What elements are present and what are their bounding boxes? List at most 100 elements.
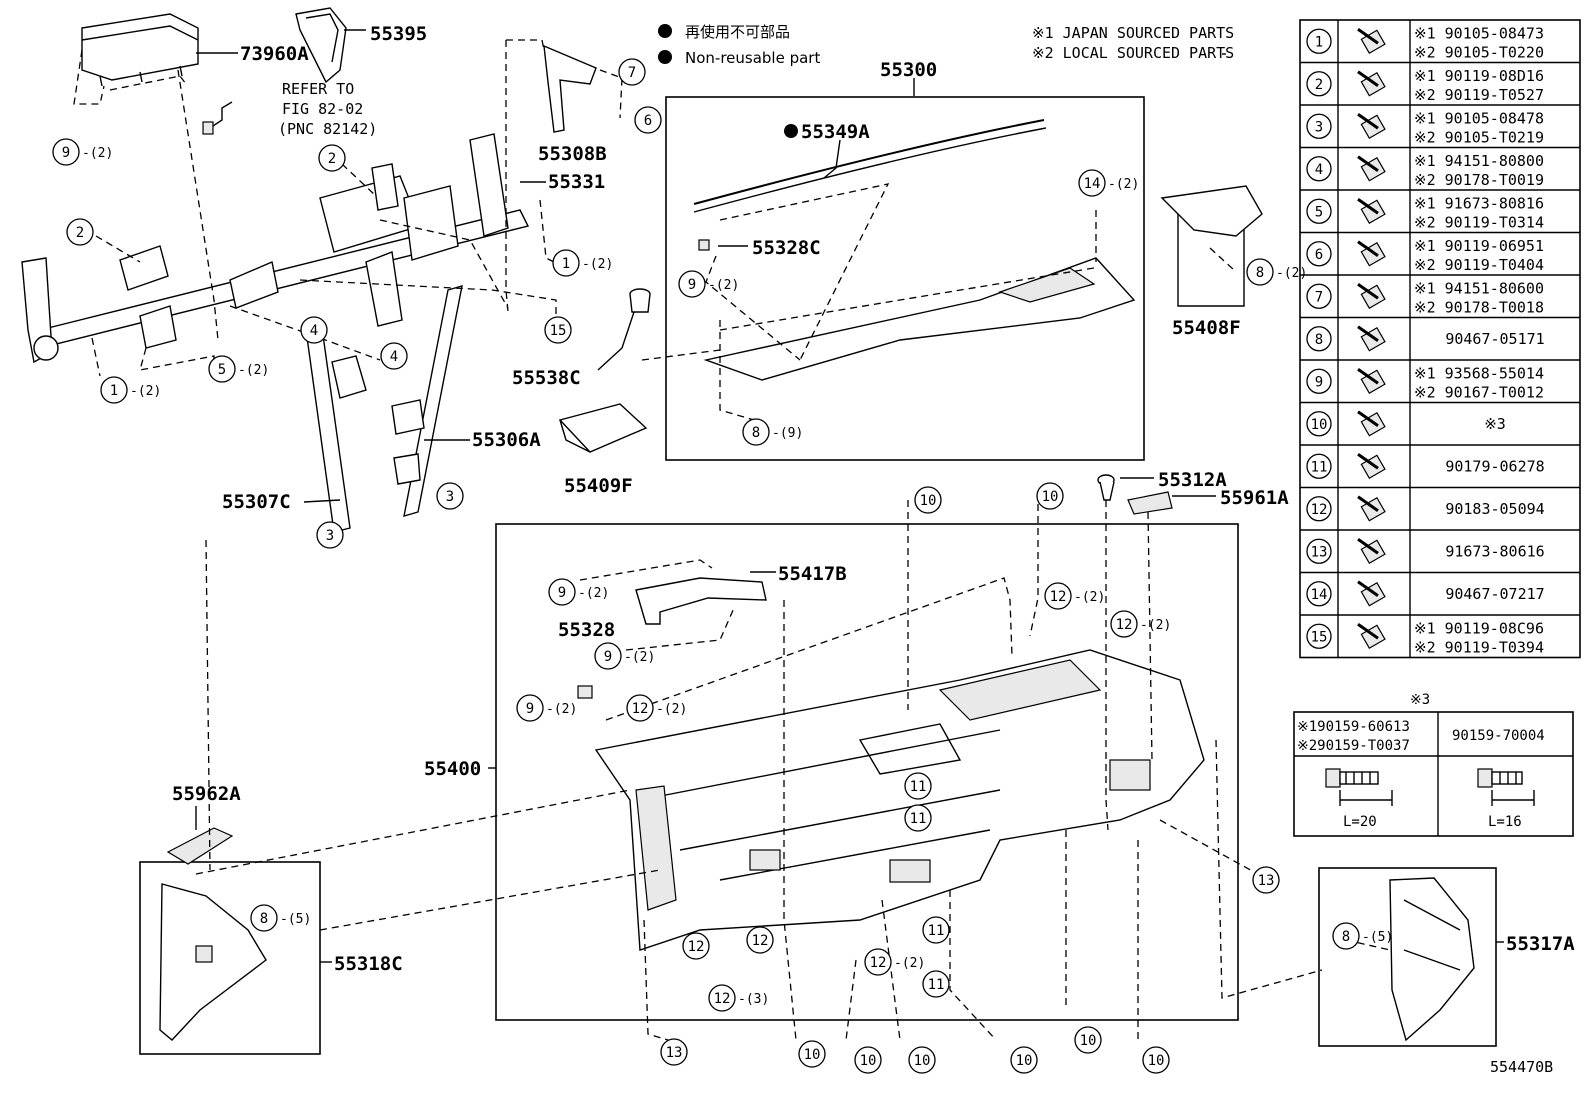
callout-circle <box>594 642 622 670</box>
part-label-55317a: 55317A <box>1506 933 1575 955</box>
table-row-number: 9 <box>1315 374 1323 390</box>
table-row-number: 14 <box>1311 587 1328 603</box>
callout-quantity: -(2) <box>1140 618 1171 633</box>
callout: 11 <box>904 772 932 800</box>
callout-quantity: -(2) <box>238 363 269 378</box>
callout-circle <box>516 694 544 722</box>
table-row: 14 90467-07217 <box>1300 571 1580 607</box>
table-row-partno: 91673-80616 <box>1445 542 1544 560</box>
callout: 1-(2) <box>100 376 161 404</box>
callout-circle <box>318 144 346 172</box>
fastener-icon <box>1357 283 1386 309</box>
fastener-icon <box>1357 410 1386 437</box>
callout: 12-(2) <box>626 694 687 722</box>
dashed-leaders <box>73 39 1391 1041</box>
legend-japanese: 再使用不可部品 <box>685 23 790 41</box>
callout-circle <box>52 138 80 166</box>
callout-circle <box>904 772 932 800</box>
callout: 4 <box>380 342 408 370</box>
callout-circle <box>626 694 654 722</box>
reinforcement-beam <box>21 133 530 364</box>
callout-number: 15 <box>550 323 567 339</box>
callout-circle <box>1332 922 1360 950</box>
bracket-55395 <box>295 7 347 84</box>
callout-quantity: -(2) <box>130 384 161 399</box>
brace-55307c <box>305 327 367 533</box>
group-box-55300 <box>665 96 1145 461</box>
callout: 10 <box>1142 1046 1170 1074</box>
callout: 8-(9) <box>742 418 803 446</box>
callout-circle <box>904 804 932 832</box>
legend-note-local: ※2 LOCAL SOURCED PARTS <box>1032 44 1234 62</box>
callout-number: 10 <box>1148 1053 1165 1069</box>
callout-circle <box>436 482 464 510</box>
callout: 8-(2) <box>1246 258 1307 286</box>
part-label-55962a: 55962A <box>172 783 241 805</box>
callout-number: 9 <box>604 649 612 665</box>
note3-left-line1: ※190159-60613 <box>1297 719 1410 735</box>
callout-number: 12 <box>1050 589 1067 605</box>
cover-55408f <box>1160 185 1263 237</box>
table-row-partno: 90467-07217 <box>1445 585 1544 603</box>
callout: 9-(2) <box>52 138 113 166</box>
callout-number: 8 <box>1342 929 1350 945</box>
table-row-local-partno: ※2 90119-T0527 <box>1414 86 1544 104</box>
callout-quantity: -(2) <box>1108 177 1139 192</box>
callout-number: 10 <box>804 1047 821 1063</box>
callout: 12-(2) <box>1110 610 1171 638</box>
legend-note-japan: ※1 JAPAN SOURCED PARTS <box>1032 24 1234 42</box>
callout-circle <box>798 1040 826 1068</box>
callout: 11 <box>904 804 932 832</box>
callout-circle <box>300 316 328 344</box>
callout-circle <box>634 106 662 134</box>
brace-55306a <box>391 285 463 517</box>
table-row-number: 7 <box>1315 289 1323 305</box>
callout-quantity: -(5) <box>1362 930 1393 945</box>
note3-right: 90159-70004 <box>1452 728 1545 744</box>
table-row-number: 3 <box>1315 119 1323 135</box>
fastener-icon <box>1357 70 1386 97</box>
callout: 8-(5) <box>250 904 311 932</box>
callout: 13 <box>1252 866 1280 894</box>
part-label-55300: 55300 <box>880 59 937 81</box>
part-label-55349a: 55349A <box>801 121 870 143</box>
callout-number: 13 <box>666 1045 683 1061</box>
callout: 3 <box>436 482 464 510</box>
legend-english: Non-reusable part <box>685 49 820 67</box>
callout-number: 4 <box>390 349 398 365</box>
callout: 10 <box>1010 1046 1038 1074</box>
callout-circle <box>864 948 892 976</box>
fastener-icon <box>1357 155 1386 182</box>
callout-number: 12 <box>870 955 887 971</box>
part-label-55409f: 55409F <box>564 475 633 497</box>
table-row-japan-partno: ※1 94151-80600 <box>1414 279 1544 297</box>
table-row: 9※1 93568-55014※2 90167-T0012 <box>1300 359 1580 401</box>
callout-circle <box>250 904 278 932</box>
part-label-55306a: 55306A <box>472 429 541 451</box>
callout-circle <box>1044 582 1072 610</box>
note3-title: ※3 <box>1410 692 1430 708</box>
callout-number: 12 <box>714 991 731 1007</box>
table-row-number-circle <box>1306 581 1332 607</box>
bracket-55417b <box>635 577 767 625</box>
callout: 10 <box>1074 1026 1102 1054</box>
note3-left-length: L=20 <box>1343 814 1377 830</box>
callout-circle <box>208 355 236 383</box>
part-label-55408f: 55408F <box>1172 317 1241 339</box>
part-label-55417b: 55417B <box>778 563 847 585</box>
table-row-number-circle <box>1306 241 1332 267</box>
callout-circle <box>552 249 580 277</box>
callout-circle <box>380 342 408 370</box>
callout: 3 <box>316 521 344 549</box>
table-row: 1※1 90105-08473※2 90105-T0220 <box>1306 24 1544 61</box>
pad-55409f <box>558 403 648 453</box>
table-row-number-circle <box>1306 453 1332 479</box>
part-label-55400: 55400 <box>424 758 481 780</box>
part-label-55538c: 55538C <box>512 367 581 389</box>
vent-55962a <box>166 827 234 865</box>
callout-number: 8 <box>1256 265 1264 281</box>
callout-number: 8 <box>752 425 760 441</box>
